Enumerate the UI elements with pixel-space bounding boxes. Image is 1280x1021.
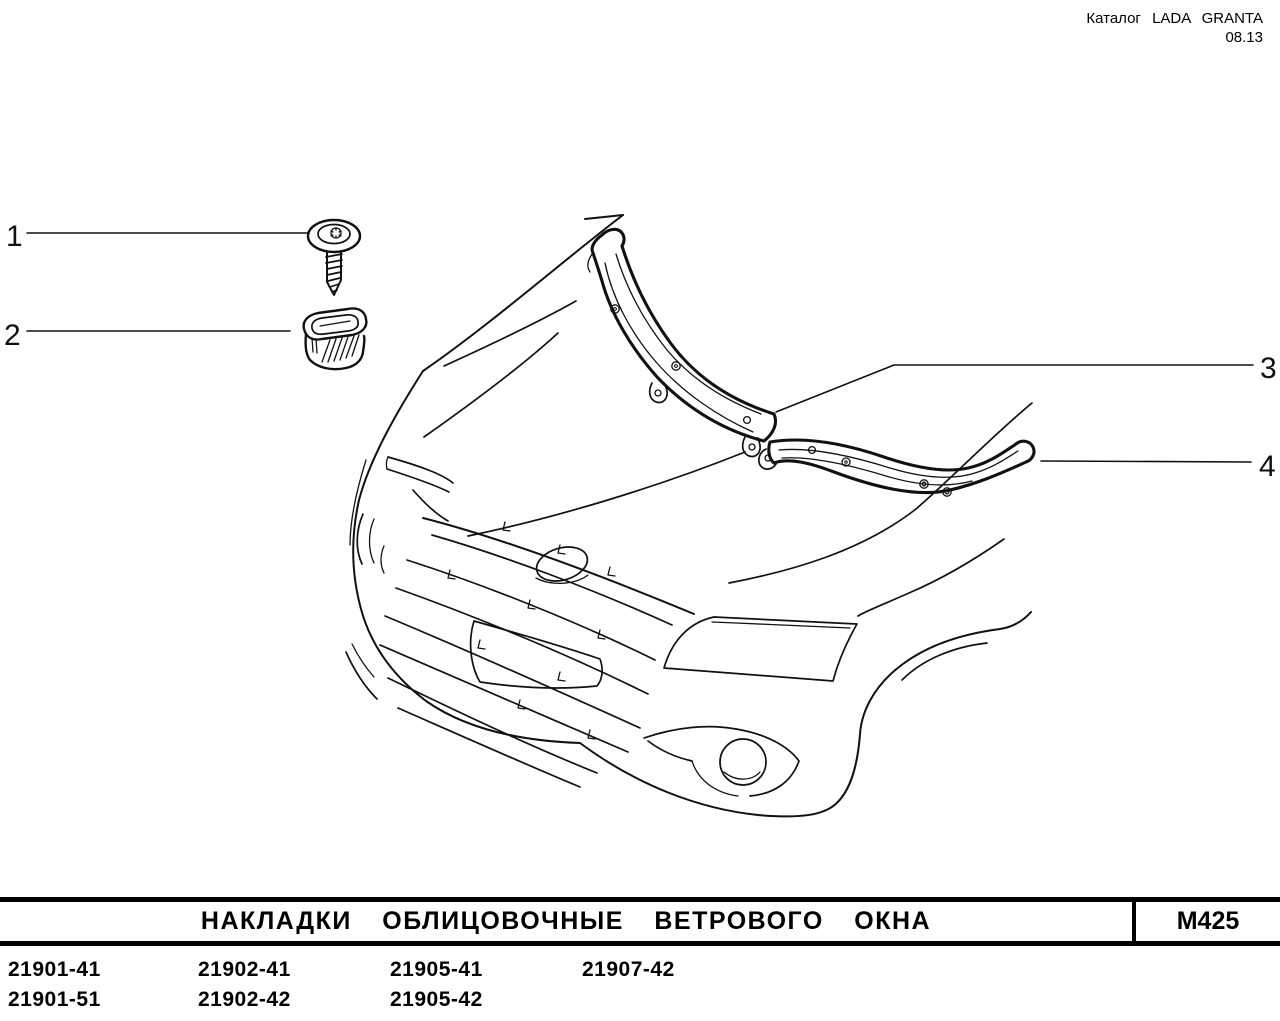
callout-3-leader	[775, 364, 1254, 413]
callout-4: 4	[1040, 450, 1276, 483]
part-number: 21905-41	[390, 958, 483, 981]
callout-3-number: 3	[1260, 352, 1277, 385]
car-body-drawing	[345, 214, 1033, 818]
part-number: 21901-41	[8, 958, 101, 981]
clip-illustration	[302, 307, 368, 371]
part-number: 21907-42	[582, 958, 675, 981]
callout-1: 1	[6, 220, 308, 253]
cowl-trim-right	[757, 438, 1036, 497]
callout-2-number: 2	[4, 319, 21, 352]
catalog-header: Каталог LADA GRANTA 08.13	[1086, 9, 1263, 47]
callout-3: 3	[775, 352, 1277, 413]
spec-table: НАКЛАДКИ ОБЛИЦОВОЧНЫЕ ВЕТРОВОГО ОКНА М42…	[0, 897, 1280, 946]
part-number: 21902-42	[198, 988, 291, 1011]
callout-4-number: 4	[1259, 450, 1276, 483]
screw-illustration	[306, 218, 362, 296]
part-number: 21902-41	[198, 958, 291, 981]
callout-2: 2	[4, 319, 291, 352]
part-numbers-row: 21901-51 21902-42 21905-42	[8, 985, 1008, 1015]
part-numbers-row: 21901-41 21902-41 21905-41 21907-42	[8, 955, 1008, 985]
catalog-edition: 08.13	[1225, 29, 1263, 46]
part-number: 21901-51	[8, 988, 101, 1011]
callout-1-number: 1	[6, 220, 23, 253]
callout-4-leader	[1040, 460, 1252, 463]
sheet-code: М425	[1132, 902, 1280, 941]
cowl-trim-left	[587, 227, 778, 458]
catalog-title: Каталог LADA GRANTA	[1086, 10, 1263, 27]
part-numbers-list: 21901-41 21902-41 21905-41 21907-42 2190…	[8, 955, 1008, 1015]
part-number: 21905-42	[390, 988, 483, 1011]
table-title: НАКЛАДКИ ОБЛИЦОВОЧНЫЕ ВЕТРОВОГО ОКНА	[200, 907, 932, 935]
